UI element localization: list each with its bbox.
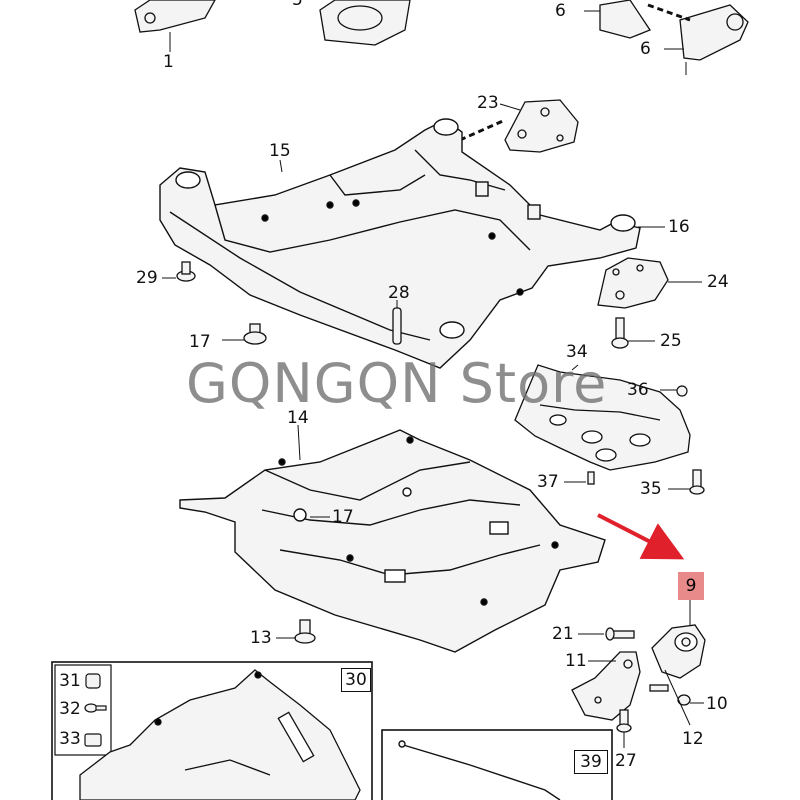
callout-14: 14 <box>287 408 309 428</box>
inset-item-32: 32 <box>57 698 83 720</box>
inset-panel-39 <box>381 729 613 800</box>
part-39-rod <box>398 740 561 800</box>
callout-6-a: 6 <box>555 1 566 21</box>
inset-label-30: 30 <box>341 668 371 692</box>
part-11-bracket <box>571 651 641 721</box>
inset-shield-drawing <box>79 669 361 800</box>
callout-17-b: 17 <box>332 507 354 527</box>
callout-36: 36 <box>627 380 649 400</box>
pointer-arrow-icon <box>597 513 685 560</box>
callout-17-a: 17 <box>189 332 211 352</box>
callout-11: 11 <box>565 651 587 671</box>
callout-1: 1 <box>163 52 174 72</box>
part-10-bolt <box>649 684 691 706</box>
callout-25: 25 <box>660 331 682 351</box>
push-clip-icon <box>85 673 101 689</box>
part-24-bracket <box>597 257 669 309</box>
part-25-bolt <box>611 317 629 349</box>
part-17-bolt-upper <box>243 323 267 345</box>
inset-label-39: 39 <box>574 750 608 774</box>
screw-icon <box>84 703 107 713</box>
store-watermark: GQNGQN Store <box>186 352 608 415</box>
callout-24: 24 <box>707 272 729 292</box>
callout-27: 27 <box>615 751 637 771</box>
part-14-underbody-shield <box>179 429 606 653</box>
part-15-subframe <box>159 118 641 369</box>
callout-6-b: 6 <box>640 39 651 59</box>
part-28-pin <box>392 307 402 345</box>
part-37-clip <box>587 471 595 485</box>
part-6-mount-bracket <box>599 0 749 61</box>
callout-5: 5 <box>292 0 303 10</box>
callout-34: 34 <box>566 342 588 362</box>
callout-15: 15 <box>269 141 291 161</box>
callout-21: 21 <box>552 624 574 644</box>
part-21-bolt <box>605 627 635 641</box>
part-27-bolt <box>616 709 632 733</box>
nut-icon <box>84 733 102 747</box>
part-34-splash-shield <box>514 364 691 471</box>
callout-13: 13 <box>250 628 272 648</box>
callout-10: 10 <box>706 694 728 714</box>
inset-item-31: 31 <box>57 670 83 692</box>
callout-35: 35 <box>640 479 662 499</box>
callout-28: 28 <box>388 283 410 303</box>
part-13-bolt <box>294 619 316 644</box>
callout-16: 16 <box>668 217 690 237</box>
callout-23: 23 <box>477 93 499 113</box>
part-29-grommet <box>176 261 196 282</box>
callout-29: 29 <box>136 268 158 288</box>
part-23-bracket <box>504 99 579 153</box>
part-5-engine-mount <box>319 0 411 46</box>
part-9-torque-rod-mount <box>651 624 706 679</box>
callout-9-highlighted: 9 <box>678 572 704 600</box>
callout-37: 37 <box>537 472 559 492</box>
callout-12: 12 <box>682 729 704 749</box>
part-1-bracket <box>134 0 216 33</box>
inset-item-33: 33 <box>57 728 83 750</box>
part-35-bolt <box>689 469 705 495</box>
